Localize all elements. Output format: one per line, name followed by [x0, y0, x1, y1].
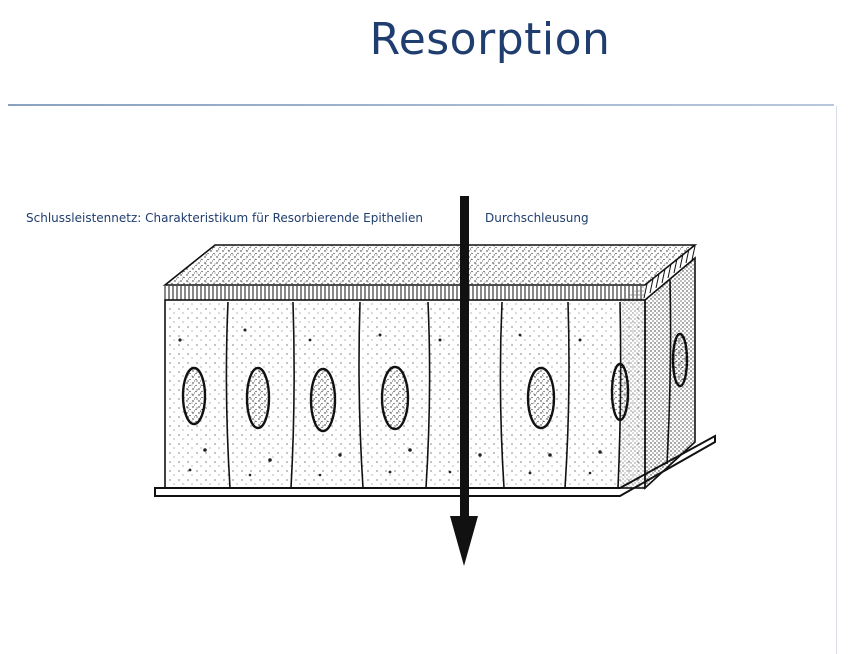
- epithelium-illustration: [150, 190, 720, 570]
- arrow-down-icon: [450, 196, 478, 566]
- label-schlussleistennetz: Schlussleistennetz: Charakteristikum für…: [26, 211, 423, 225]
- microvilli: [164, 245, 696, 300]
- epithelium-svg: [154, 196, 716, 566]
- brush-border-top: [162, 244, 698, 286]
- cell-boundaries: [225, 279, 672, 489]
- slide-title: Resorption: [369, 14, 611, 65]
- granules: [178, 328, 602, 477]
- slide-edge: [836, 106, 837, 654]
- title-divider: [8, 104, 834, 106]
- nuclei: [181, 332, 689, 433]
- label-durchschleusung: Durchschleusung: [485, 211, 589, 225]
